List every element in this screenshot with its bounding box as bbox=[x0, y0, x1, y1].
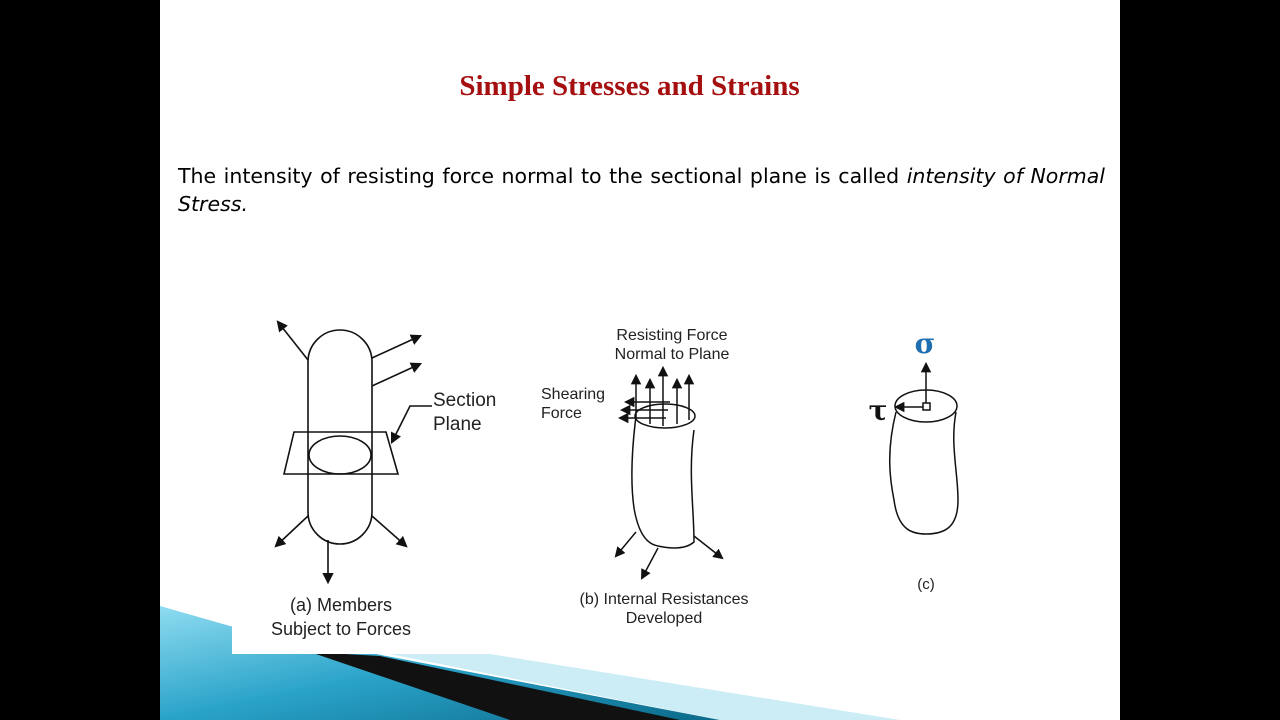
force-arrow-top-right-1 bbox=[371, 334, 423, 359]
figure-c bbox=[889, 361, 959, 535]
section-pointer bbox=[390, 405, 432, 445]
figure-b bbox=[614, 365, 724, 580]
body-text-plain: The intensity of resisting force normal … bbox=[178, 164, 907, 188]
bottom-arrow-right bbox=[693, 535, 724, 560]
band-light bbox=[380, 652, 900, 720]
bottom-arrow-left bbox=[614, 531, 637, 558]
body-text-emphasis: intensity of Normal Stress. bbox=[178, 164, 1106, 216]
resisting-label-line1: Resisting Force bbox=[616, 327, 727, 344]
cut-face bbox=[634, 403, 696, 429]
shearing-label-line2: Force bbox=[541, 405, 582, 422]
element-body bbox=[889, 411, 959, 535]
decorative-band bbox=[160, 606, 900, 720]
shearing-label-line1: Shearing bbox=[541, 386, 605, 403]
resisting-label-line2: Normal to Plane bbox=[615, 346, 730, 363]
sigma-symbol: σ bbox=[915, 327, 936, 360]
figure-a-caption-line2: Subject to Forces bbox=[271, 619, 411, 639]
figure-a bbox=[274, 320, 432, 585]
section-label-line2: Plane bbox=[433, 414, 482, 435]
member-capsule bbox=[307, 329, 373, 545]
bottom-arrow-center bbox=[641, 547, 659, 580]
band-black bbox=[310, 652, 680, 720]
slide: Simple Stresses and Strains The intensit… bbox=[160, 0, 1120, 720]
cut-member-body bbox=[631, 415, 695, 549]
section-plane bbox=[282, 431, 400, 475]
tau-symbol: τ bbox=[869, 394, 888, 427]
figure-b-caption-line2: Developed bbox=[626, 610, 703, 627]
slide-title: Simple Stresses and Strains bbox=[459, 70, 800, 102]
force-arrow-bottom-right bbox=[371, 515, 408, 548]
force-arrow-bottom-left bbox=[274, 515, 309, 548]
force-arrow-top-left bbox=[276, 320, 309, 361]
band-blue bbox=[160, 606, 720, 720]
figure-b-caption-line1: (b) Internal Resistances bbox=[580, 591, 749, 608]
figure-a-caption-line1: (a) Members bbox=[290, 595, 392, 615]
figure-c-caption: (c) bbox=[917, 576, 935, 593]
body-paragraph: The intensity of resisting force normal … bbox=[178, 162, 1105, 218]
band-white-box bbox=[232, 610, 552, 654]
force-arrow-top-right-2 bbox=[371, 362, 423, 387]
section-ellipse bbox=[308, 435, 372, 475]
section-label-line1: Section bbox=[433, 390, 496, 411]
stress-figures: Section Plane (a) Members Subject to For… bbox=[271, 320, 959, 639]
